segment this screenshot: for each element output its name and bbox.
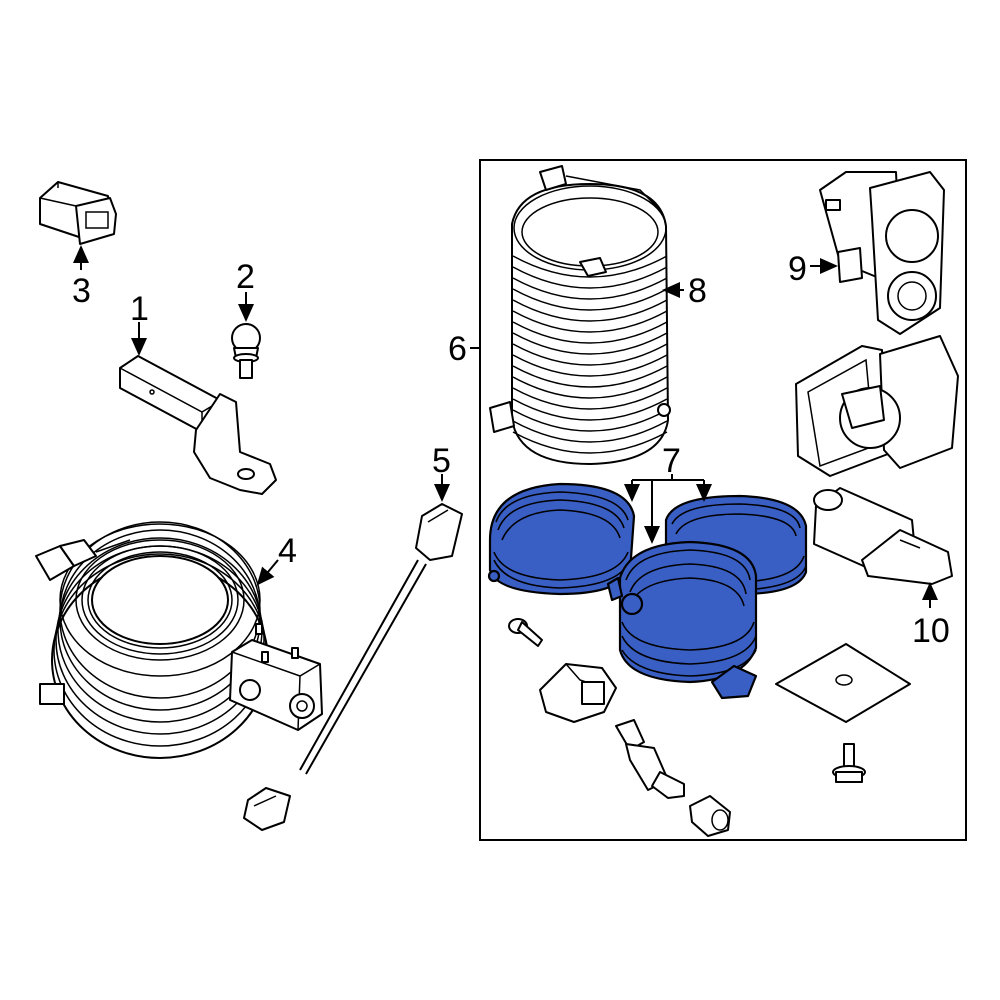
callout-1: 1 bbox=[130, 290, 149, 328]
gasket-pad[interactable] bbox=[775, 643, 911, 723]
coil-ring bbox=[512, 277, 668, 300]
coil-ring bbox=[512, 376, 668, 399]
callout-7: 7 bbox=[662, 442, 681, 480]
callout-3: 3 bbox=[72, 272, 91, 310]
coil-ring bbox=[512, 255, 668, 278]
coil-ring bbox=[512, 310, 668, 333]
coil-ring bbox=[512, 365, 668, 388]
coil-ring bbox=[512, 299, 668, 322]
callout-10: 10 bbox=[912, 612, 950, 650]
leader-4 bbox=[256, 559, 279, 586]
plug-fitting[interactable] bbox=[689, 795, 731, 837]
coil-ring bbox=[512, 343, 668, 366]
kit-group-box bbox=[479, 159, 967, 841]
part-7-coiled-cables[interactable] bbox=[487, 482, 808, 700]
coil-ring bbox=[512, 420, 668, 443]
part-3-receiver-plug[interactable] bbox=[39, 181, 117, 245]
callout-8: 8 bbox=[688, 272, 707, 310]
coil-ring bbox=[512, 266, 668, 289]
coil-ring bbox=[512, 431, 668, 454]
part-4-coiled-harness[interactable] bbox=[35, 521, 323, 759]
coil-ring bbox=[512, 398, 668, 421]
callout-5: 5 bbox=[432, 442, 451, 480]
coil-ring bbox=[512, 321, 668, 344]
coil-ring bbox=[512, 332, 668, 355]
part-8-coiled-harness[interactable] bbox=[489, 165, 671, 465]
part-9-seven-pin-connector[interactable] bbox=[819, 171, 945, 335]
connector-mounting-bracket[interactable] bbox=[795, 335, 959, 477]
leader-7 bbox=[624, 474, 712, 544]
control-module[interactable] bbox=[539, 663, 617, 723]
part-10-socket[interactable] bbox=[813, 487, 953, 585]
coil-ring bbox=[512, 288, 668, 311]
part-5-jumper-harness[interactable] bbox=[243, 503, 463, 831]
temperature-sender[interactable] bbox=[615, 719, 685, 799]
coil-ring bbox=[512, 354, 668, 377]
coil-ring bbox=[512, 409, 668, 432]
callout-4: 4 bbox=[278, 532, 297, 570]
coil-ring bbox=[512, 387, 668, 410]
callout-9: 9 bbox=[788, 250, 807, 288]
bolt-flange[interactable] bbox=[832, 743, 866, 783]
callout-6: 6 bbox=[448, 330, 467, 368]
part-2-hitch-ball[interactable] bbox=[231, 323, 261, 379]
part-1-ball-mount[interactable] bbox=[119, 355, 277, 495]
callout-2: 2 bbox=[236, 258, 255, 296]
bolt-small[interactable] bbox=[508, 618, 543, 647]
